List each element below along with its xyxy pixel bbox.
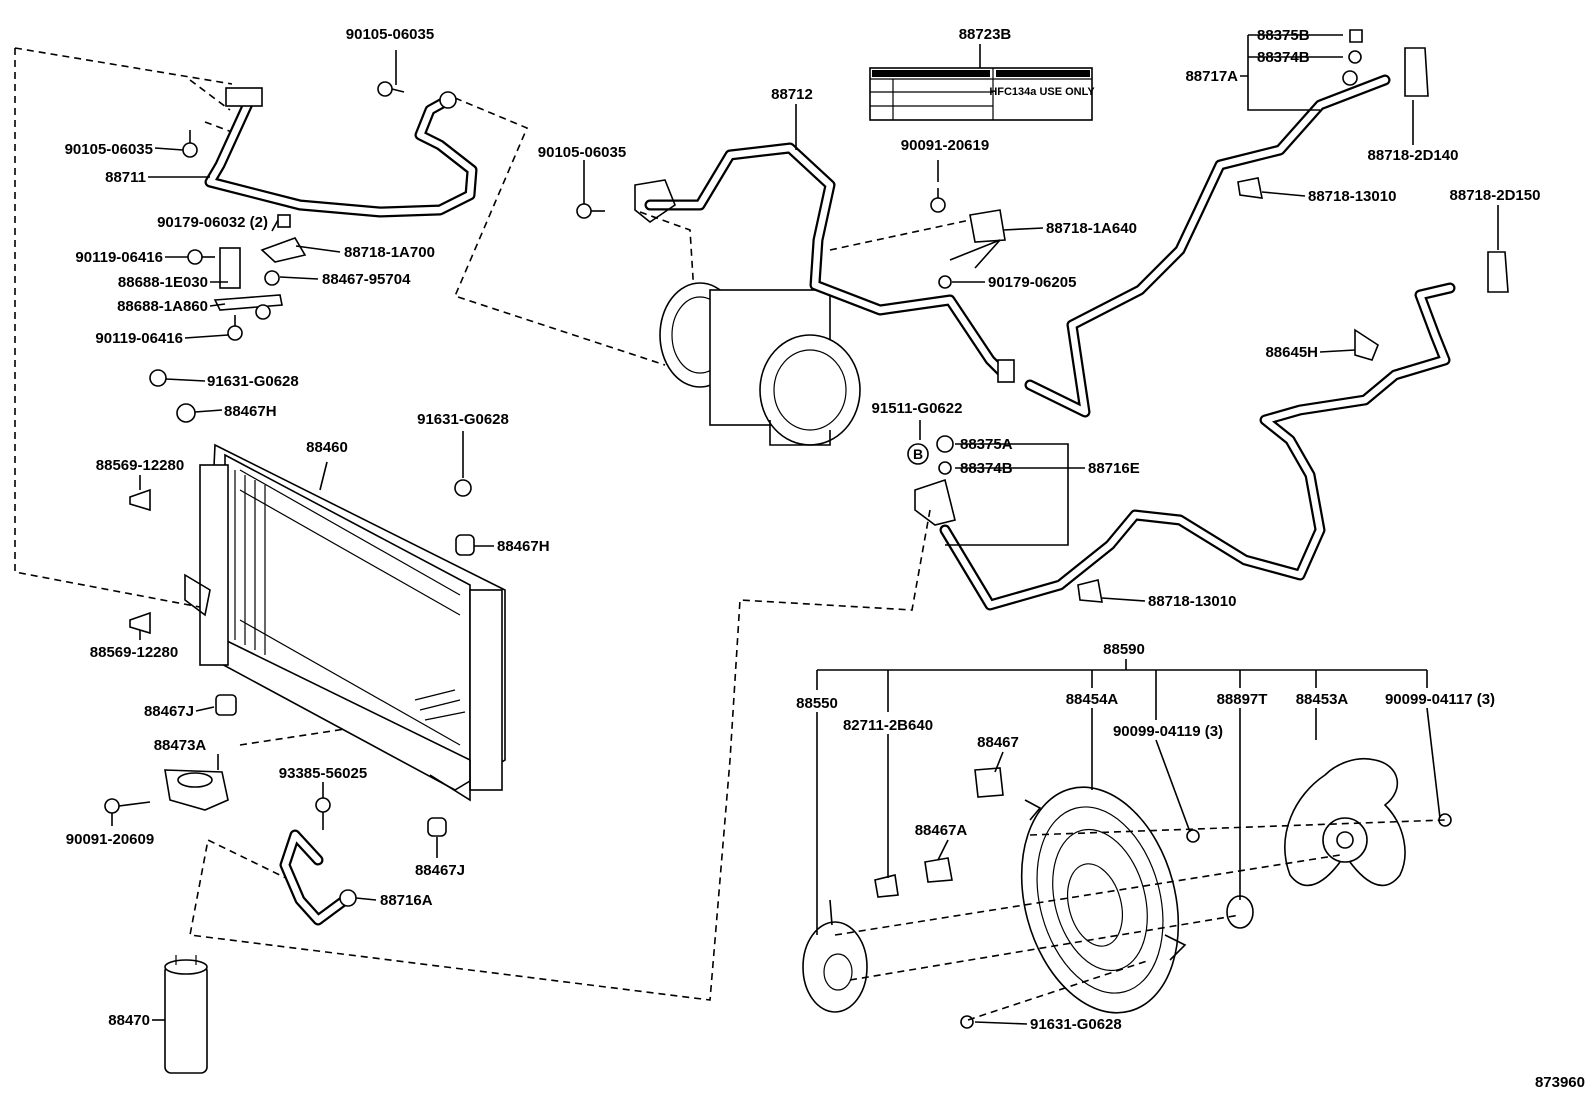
callout-label: 90119-06416 bbox=[75, 249, 163, 266]
callout-label: 88718-1A700 bbox=[344, 244, 435, 261]
callout-label: 88645H bbox=[1265, 344, 1318, 361]
callout-label: 88470 bbox=[108, 1012, 150, 1029]
callout-label: 90179-06032 (2) bbox=[157, 214, 268, 231]
pipe-88717A bbox=[1024, 74, 1391, 418]
callout-label: 90119-06416 bbox=[95, 330, 183, 347]
callout-label: 91631-G0628 bbox=[1030, 1016, 1122, 1033]
callout-label: 90099-04119 (3) bbox=[1113, 723, 1223, 740]
callout-label: 90091-20619 bbox=[901, 137, 989, 154]
callout-label: 88467-95704 bbox=[322, 271, 411, 288]
callout-label: 90179-06205 bbox=[988, 274, 1076, 291]
callout-label: 91631-G0628 bbox=[417, 411, 509, 428]
callout-label: 88716E bbox=[1088, 460, 1140, 477]
diagram-id: 873960 bbox=[1535, 1074, 1585, 1091]
leader-lines bbox=[111, 34, 1499, 1025]
label-text: HFC134a USE ONLY bbox=[989, 86, 1095, 98]
callout-label: 91511-G0622 bbox=[872, 400, 963, 417]
callout-label: 88718-2D150 bbox=[1450, 187, 1541, 204]
reference-circle-b bbox=[907, 443, 929, 465]
callout-label: 88897T bbox=[1217, 691, 1268, 708]
callout-label: 88454A bbox=[1066, 691, 1119, 708]
callout-label: 88688-1A860 bbox=[117, 298, 208, 315]
callout-label: 88569-12280 bbox=[96, 457, 184, 474]
callout-label: 90105-06035 bbox=[346, 26, 434, 43]
callout-label: 88712 bbox=[771, 86, 813, 103]
callout-labels: 90105-06035 90105-06035 88711 90179-0603… bbox=[65, 26, 1541, 1033]
callout-label: 88723B bbox=[959, 26, 1012, 43]
callout-label: 88717A bbox=[1185, 68, 1238, 85]
fan-assembly bbox=[802, 757, 1452, 1029]
callout-label: 88467J bbox=[415, 862, 465, 879]
callout-label: 88550 bbox=[796, 695, 838, 712]
callout-label: 90105-06035 bbox=[65, 141, 153, 158]
callout-label: 88718-2D140 bbox=[1368, 147, 1459, 164]
callout-label: 90091-20609 bbox=[66, 831, 154, 848]
refrigerant-label: HFC134a USE ONLY bbox=[869, 67, 1095, 121]
callout-label: 88374B bbox=[1257, 49, 1310, 66]
callout-label: 88716A bbox=[380, 892, 433, 909]
callout-label: 88375B bbox=[1257, 27, 1310, 44]
callout-label: 82711-2B640 bbox=[843, 717, 933, 734]
callout-label: 88467H bbox=[497, 538, 550, 555]
condenser bbox=[184, 443, 506, 802]
callout-label: 88688-1E030 bbox=[118, 274, 208, 291]
callout-label: 88467 bbox=[977, 734, 1019, 751]
compressor bbox=[659, 282, 861, 446]
callout-label: 88460 bbox=[306, 439, 348, 456]
callout-label: 90105-06035 bbox=[538, 144, 626, 161]
callout-label: 88467A bbox=[915, 822, 968, 839]
callout-label: B bbox=[913, 446, 923, 462]
callout-label: 88374B bbox=[960, 460, 1013, 477]
hose-88712 bbox=[634, 142, 1015, 383]
callout-label: 88569-12280 bbox=[90, 644, 178, 661]
callout-label: 88473A bbox=[154, 737, 207, 754]
pipe-88716E bbox=[914, 282, 1456, 611]
callout-label: 91631-G0628 bbox=[207, 373, 299, 390]
callout-label: 88718-1A640 bbox=[1046, 220, 1137, 237]
callout-label: 88453A bbox=[1296, 691, 1349, 708]
callout-label: 88375A bbox=[960, 436, 1013, 453]
receiver-drier bbox=[164, 955, 208, 1074]
callout-label: 88711 bbox=[105, 169, 146, 186]
pipe-88711 bbox=[204, 87, 478, 218]
callout-label: 88467H bbox=[224, 403, 277, 420]
callout-label: 88590 bbox=[1103, 641, 1145, 658]
callout-label: 88467J bbox=[144, 703, 194, 720]
callout-label: 93385-56025 bbox=[279, 765, 367, 782]
callout-label: 88718-13010 bbox=[1308, 188, 1396, 205]
callout-label: 90099-04117 (3) bbox=[1385, 691, 1495, 708]
callout-label: 88718-13010 bbox=[1148, 593, 1236, 610]
fittings bbox=[104, 29, 1509, 926]
